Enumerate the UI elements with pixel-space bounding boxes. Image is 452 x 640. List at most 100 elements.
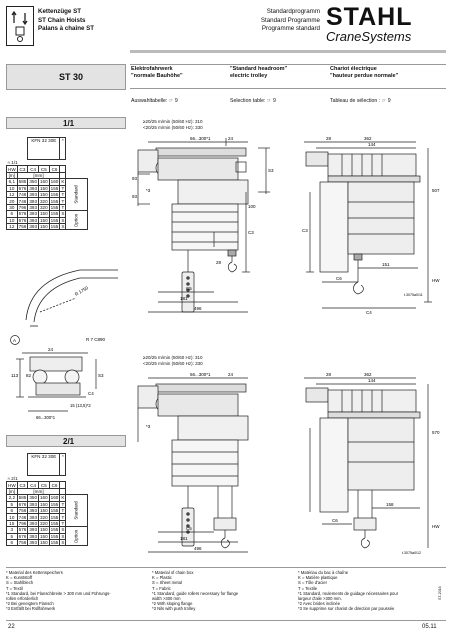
desc-de-1: Elektrofahrwerk: [131, 66, 173, 72]
detail-s3: S3: [98, 373, 104, 378]
dim1r-c4: C4: [366, 310, 372, 315]
table-cell: 393: [27, 222, 39, 231]
dim1r-151: 151: [382, 262, 390, 267]
footnote-line: * Matériau du bac à chaîne: [298, 570, 349, 575]
table-cell: 393: [27, 513, 39, 521]
brand-top: STAHL: [326, 3, 413, 31]
footnote-line: width >300 mm: [152, 596, 181, 602]
header-rule: [130, 50, 446, 53]
footnote-line: * Material des Kettenspeichers: [6, 570, 63, 575]
dim1r-c3: C3: [302, 228, 308, 233]
table-cell: 393: [27, 197, 39, 205]
dim1-top-span: 66...300*1: [190, 136, 211, 141]
spec-table-1: KFN 32 30E* ≈ 1/1 HW C3 C4 C5 C6 [m][mm]…: [6, 137, 88, 231]
dim1r-362: 362: [364, 136, 372, 141]
table-cell: 320: [38, 519, 50, 528]
desc-en-1: "Standard headroom": [230, 66, 288, 72]
front-view-drawing-2: 66...300*1 24 *3 C5 181 496: [137, 372, 249, 553]
table-cell: 150: [38, 506, 50, 515]
dim1r-144: 144: [368, 142, 376, 147]
dim1r-507: 507: [432, 188, 440, 193]
table-cell: 150: [38, 216, 50, 224]
selection-en: Selection table: ☞ 9: [230, 98, 276, 104]
programme-en: Standard Programme: [260, 16, 320, 24]
speeds-2: ≥20/25 m/min (50/60 Hz): 310 <20/25 m/mi…: [143, 355, 203, 367]
table-cell: 746: [16, 190, 29, 199]
table-cell: 155: [48, 203, 61, 212]
table-cell: 155: [48, 197, 61, 205]
side-view-drawing-2: 28 362 144 570 HW 158 C6 t.3075a0/12: [304, 372, 440, 555]
kfn-2: KFN 32 30E: [27, 453, 61, 476]
table-cell: 155: [48, 222, 61, 231]
stahl-brand: STAHL CraneSystems: [326, 3, 446, 44]
footnote-line: *3 Se supprime sur chariot de direction …: [298, 606, 395, 612]
dim1r-drawno: t.3075a0/11: [404, 293, 423, 297]
desc-rule-bottom: [130, 88, 446, 89]
dim2-top-span: 66...300*1: [190, 372, 211, 377]
detail-15: 15 (13,5)*2: [70, 403, 91, 408]
spec-table-2: KFN 32 30E* ≈ 2/1 HW C3 C4 C5 C6 [m][mm]…: [6, 453, 88, 547]
dim2r-c6: C6: [332, 518, 338, 523]
detail-a-drawing: A R 7 C890 24 113 82 C4 S3 15 (13,5)*2 6…: [10, 335, 106, 420]
kfn-1: KFN 32 30E: [27, 137, 61, 160]
table-cell: 320: [38, 197, 50, 205]
table-cell: 160: [48, 494, 61, 502]
footnote-line: T = Textil: [6, 585, 23, 591]
brand-bottom: CraneSystems: [326, 29, 412, 44]
curve-radius: R 1750: [74, 285, 89, 297]
page-date: 05.11: [422, 624, 437, 630]
model-box: ST 30: [6, 64, 126, 90]
desc-fr: Chariot électrique "hauteur perdue norma…: [330, 66, 398, 80]
table-cell: 155: [48, 210, 61, 218]
table-cell: 393: [27, 538, 39, 547]
detail-a-label: A: [13, 338, 16, 343]
table-cell: 676: [16, 500, 29, 508]
footnote-line: K = Plastic: [152, 575, 172, 581]
bottom-rule: [6, 620, 446, 621]
header-programme: Standardprogramm Standard Programme Prog…: [258, 8, 320, 34]
table-cell: S: [59, 222, 67, 231]
header-titles: Kettenzüge ST ST Chain Hoists Palans à c…: [38, 8, 94, 34]
dim1-496: 496: [194, 306, 202, 311]
dim1-c5: C5: [186, 286, 192, 291]
star-1: *: [59, 137, 67, 160]
dim1r-28: 28: [326, 136, 332, 141]
ratio-2-label: 2/1: [63, 437, 75, 446]
programme-de: Standardprogramm: [266, 8, 320, 15]
dim2r-drawno: t.3075a0/12: [402, 551, 421, 555]
table-cell: 155: [48, 532, 61, 540]
table-cell: 746: [16, 197, 29, 205]
table-cell: 155: [48, 216, 61, 224]
dim2-496: 496: [194, 546, 202, 551]
dim1r-hw: HW: [432, 278, 440, 283]
model-label: ST 30: [59, 72, 84, 82]
dim1-93a: 93: [132, 176, 138, 181]
table-cell: 393: [27, 519, 39, 528]
dim2r-hw: HW: [432, 524, 440, 529]
detail-82: 82: [26, 373, 32, 378]
detail-c4: C4: [88, 391, 94, 396]
dim2-c5: C5: [186, 526, 192, 531]
table-cell: 155: [48, 538, 61, 547]
footnote-line: *2 With sloping flange: [152, 601, 193, 607]
dim2r-158: 158: [386, 502, 394, 507]
footnote-line: S = Tôle d'acier: [298, 580, 328, 586]
footnote-line: S = Sheet metal: [152, 580, 182, 586]
table-cell: 746: [16, 513, 29, 521]
table-cell: 393: [27, 210, 39, 218]
group-standard: Standard: [74, 501, 80, 520]
desc-fr-1: Chariot électrique: [330, 66, 377, 72]
dim2-star3: *3: [146, 424, 151, 429]
table-cell: 150: [38, 184, 50, 192]
hw-note-2: ≈ 2/1: [7, 476, 18, 482]
footnote-line: K = Matière plastique: [298, 575, 338, 581]
table-cell: 150: [38, 532, 50, 540]
